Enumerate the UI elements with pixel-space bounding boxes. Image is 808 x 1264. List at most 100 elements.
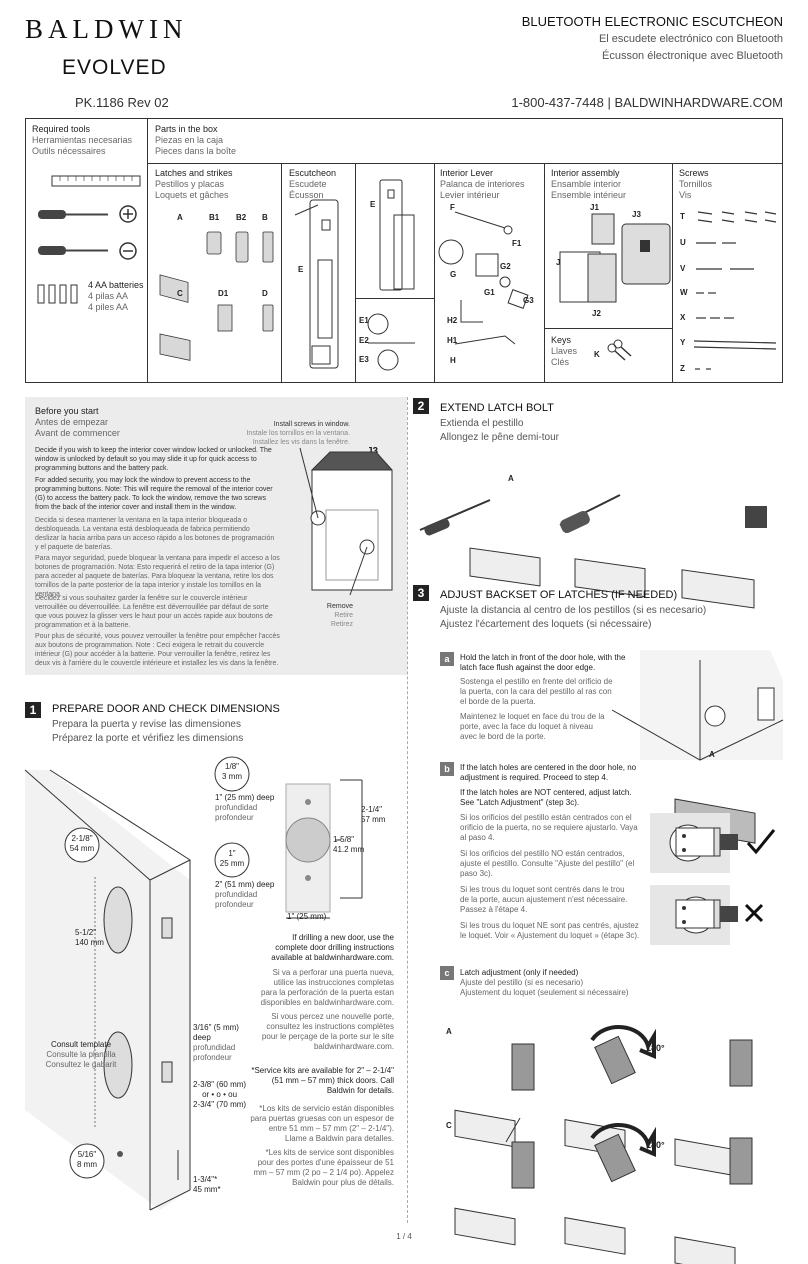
part-label: A bbox=[508, 474, 514, 483]
part-label: J bbox=[556, 258, 561, 267]
dim-spacing: 5-1/2"140 mm bbox=[75, 928, 104, 947]
divider bbox=[281, 163, 282, 383]
part-label: A bbox=[177, 213, 183, 222]
drilling-note-en: If drilling a new door, use the complete… bbox=[271, 933, 394, 962]
part-label: J3 bbox=[632, 210, 641, 219]
part-label: B bbox=[262, 213, 268, 222]
step3c-en: Latch adjustment (only if needed) bbox=[460, 968, 579, 977]
rotation-label: 180° bbox=[646, 1140, 665, 1150]
part-label: D bbox=[262, 289, 268, 298]
divider bbox=[544, 328, 672, 329]
part-label: E2 bbox=[359, 336, 369, 345]
step-number: 1 bbox=[25, 702, 41, 718]
dim-circle: 1"25 mm bbox=[219, 849, 245, 868]
part-label: H1 bbox=[447, 336, 458, 345]
part-label: E1 bbox=[359, 316, 369, 325]
dim-backset: 2-1/4"57 mm bbox=[361, 805, 386, 824]
step3b-en2: If the latch holes are NOT centered, adj… bbox=[460, 788, 632, 807]
dim-width: 1" (25 mm) bbox=[287, 912, 327, 921]
step3c-es: Ajuste del pestillo (si es necesario) bbox=[460, 978, 584, 987]
lever-illustration bbox=[438, 211, 529, 345]
part-label: F bbox=[450, 203, 455, 212]
kit-note-en: *Service kits are available for 2" – 2-1… bbox=[251, 1066, 394, 1095]
kit-note-es: *Los kits de servicio están disponibles … bbox=[250, 1104, 394, 1143]
tools-illustration bbox=[37, 175, 141, 304]
drilling-note-es: Si va a perforar una puerta nueva, utili… bbox=[260, 968, 394, 1007]
step3a-fr: Maintenez le loquet en face du trou de l… bbox=[460, 712, 605, 741]
step3b-en1: If the latch holes are centered in the d… bbox=[460, 763, 637, 782]
dim-thickness: 1-3/4"*45 mm* bbox=[193, 1175, 221, 1194]
step3-title: ADJUST BACKSET OF LATCHES (IF NEEDED) bbox=[440, 589, 678, 601]
screws-illustration bbox=[693, 211, 777, 370]
step2-fr: Allongez le pêne demi-tour bbox=[440, 432, 559, 443]
divider bbox=[147, 118, 148, 383]
part-label: H bbox=[450, 356, 456, 365]
kit-note-fr: *Les kits de service sont disponibles po… bbox=[253, 1148, 394, 1187]
contact-info: 1-800-437-7448 | BALDWINHARDWARE.COM bbox=[511, 95, 783, 110]
assembly-illustration bbox=[559, 213, 671, 303]
step2-es: Extienda el pestillo bbox=[440, 418, 524, 429]
step1-fr: Préparez la porte et vérifiez les dimens… bbox=[52, 733, 244, 744]
extend-latch-illustration bbox=[419, 494, 767, 609]
before-p4: Para mayor seguridad, puede bloquear la … bbox=[35, 555, 280, 598]
part-label: G1 bbox=[484, 288, 495, 297]
title-en: BLUETOOTH ELECTRONIC ESCUTCHEON bbox=[521, 14, 783, 29]
parts-box bbox=[25, 118, 783, 383]
rotation-label: 180° bbox=[646, 1043, 665, 1053]
part-label: A bbox=[446, 1027, 452, 1036]
centering-illustration bbox=[650, 813, 776, 945]
step3a-en: Hold the latch in front of the door hole… bbox=[460, 653, 626, 672]
part-label: G3 bbox=[523, 296, 534, 305]
title-fr: Écusson électronique avec Bluetooth bbox=[601, 50, 783, 62]
escutcheon-illustration bbox=[294, 179, 415, 371]
before-p1: Decide if you wish to keep the interior … bbox=[35, 447, 272, 472]
part-label: G2 bbox=[500, 262, 511, 271]
part-label: W bbox=[680, 288, 688, 297]
divider bbox=[672, 163, 673, 383]
drilling-note-fr: Si vous percez une nouvelle porte, consu… bbox=[261, 1012, 394, 1051]
brand-logo: BALDWIN bbox=[25, 14, 188, 44]
trim-inner-box bbox=[355, 299, 434, 383]
part-label: A bbox=[709, 750, 715, 759]
part-label: Z bbox=[680, 364, 685, 373]
step3-es: Ajuste la distancia al centro de los pes… bbox=[440, 605, 707, 616]
divider bbox=[544, 163, 545, 383]
part-label: V bbox=[680, 264, 686, 273]
divider bbox=[434, 163, 435, 383]
step3b-es1: Si los orificios del pestillo están cent… bbox=[460, 813, 638, 842]
step3a-es: Sostenga el pestillo en frente del orifi… bbox=[460, 677, 613, 706]
step-number: 2 bbox=[413, 398, 429, 414]
part-label: J2 bbox=[592, 309, 601, 318]
dim-bore: 1-5/8"41.2 mm bbox=[333, 835, 365, 854]
step2-title: EXTEND LATCH BOLT bbox=[440, 402, 554, 414]
substep-tag: a bbox=[440, 652, 454, 666]
part-label: F1 bbox=[512, 239, 522, 248]
install-caption: Install screws in window.Instale los tor… bbox=[246, 421, 350, 446]
part-label: T bbox=[680, 212, 685, 221]
part-label: K bbox=[594, 350, 600, 359]
escutcheon-inner-box bbox=[355, 163, 434, 299]
sub-brand-logo: EVOLVED bbox=[62, 56, 167, 79]
before-p6: Pour plus de sécurité, vous pouvez verro… bbox=[35, 633, 280, 667]
part-label: H2 bbox=[447, 316, 458, 325]
before-p2: For added security, you may lock the win… bbox=[35, 477, 273, 511]
step3-fr: Ajustez l'écartement des loquets (si néc… bbox=[440, 619, 652, 630]
title-es: El escudete electrónico con Bluetooth bbox=[598, 33, 783, 45]
part-label: Y bbox=[680, 338, 686, 347]
step3b-fr1: Si les trous du loquet sont centrés dans… bbox=[460, 885, 628, 914]
